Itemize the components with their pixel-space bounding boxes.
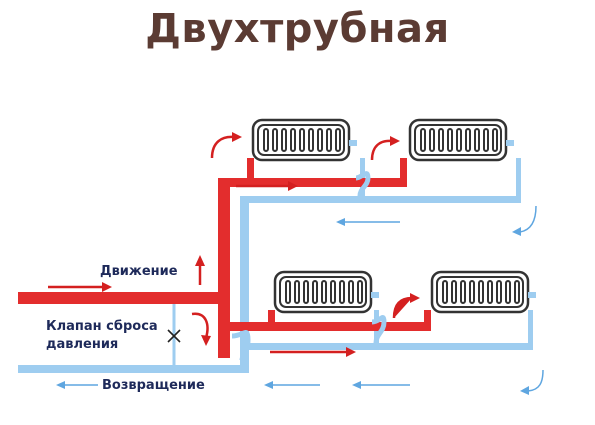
return-flow-arrows — [56, 205, 544, 395]
radiator-return-caps — [349, 140, 536, 298]
return-label: Возвращение — [102, 378, 205, 393]
radiator-lower-left — [273, 270, 373, 314]
supply-pipes — [18, 158, 431, 358]
valve-label-line2: давления — [46, 337, 118, 352]
radiator-upper-left — [251, 118, 351, 162]
pressure-relief-valve — [167, 304, 181, 365]
supply-flow-arrows — [48, 132, 420, 357]
radiator-lower-right — [430, 270, 530, 314]
diagram-title: Двухтрубная — [145, 6, 450, 52]
valve-label-line1: Клапан сброса — [46, 319, 158, 334]
pipe-bypass-curves — [231, 171, 387, 361]
flow-label: Движение — [100, 264, 178, 279]
radiator-upper-right — [408, 118, 508, 162]
